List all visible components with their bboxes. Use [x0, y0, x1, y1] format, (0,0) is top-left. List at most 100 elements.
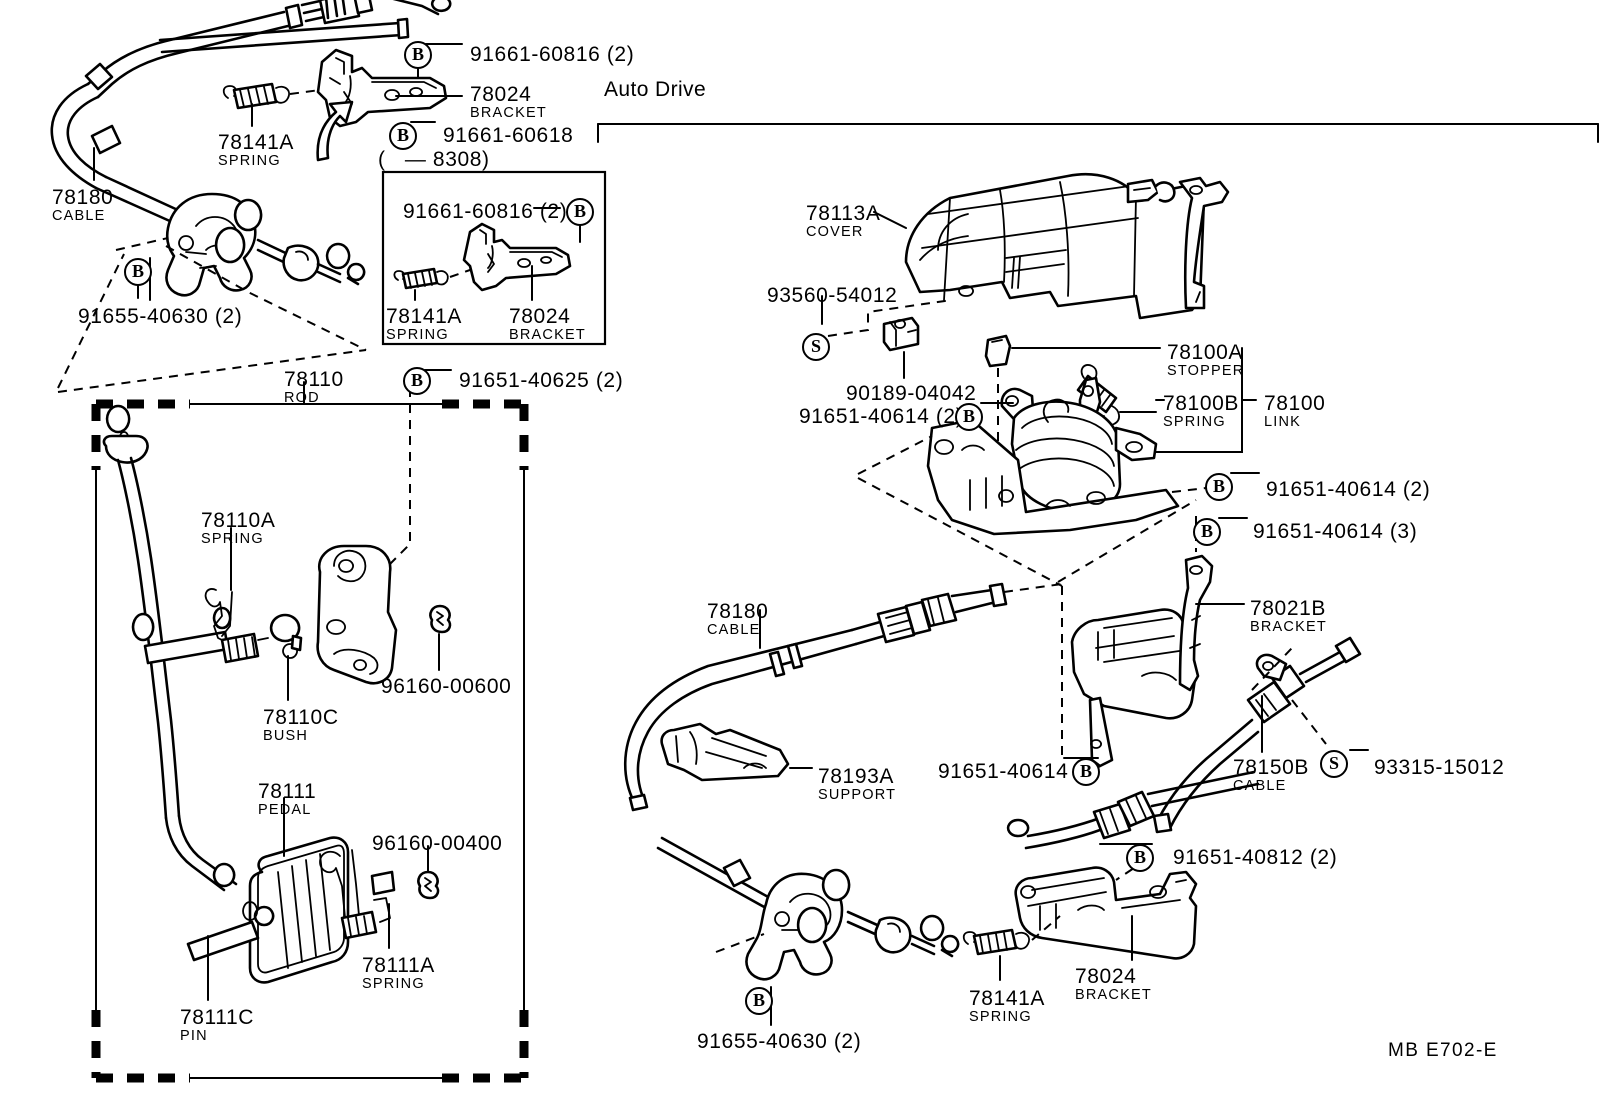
callout-part-name: SPRING	[1163, 414, 1226, 430]
bolt-marker-icon: B	[955, 403, 983, 431]
bolt-marker-icon: B	[1205, 473, 1233, 501]
callout-part-name: STOPPER	[1167, 363, 1245, 379]
callout-part-number: 78110A	[201, 509, 276, 532]
callout-part-number: 91651-40614 (2)	[799, 405, 964, 428]
callout-part-name: SPRING	[201, 531, 264, 547]
callout-part-number: 91651-40614	[938, 760, 1069, 783]
callout-part-number: 91651-40625 (2)	[459, 369, 624, 392]
callout-c32: 91651-40614	[938, 761, 1068, 782]
callout-part-name: BRACKET	[509, 327, 586, 343]
callout-part-name: PIN	[180, 1028, 208, 1044]
callout-part-number: ( — 8308)	[378, 148, 490, 171]
callout-part-number: 96160-00600	[381, 675, 512, 698]
callout-part-name: CABLE	[1233, 778, 1287, 794]
callout-part-number: 91661-60816 (2)	[470, 43, 635, 66]
bolt-marker-icon: B	[403, 367, 431, 395]
callout-part-number: 78024	[470, 83, 532, 106]
callout-c27: 91651-40614 (2)	[1266, 479, 1430, 500]
callout-part-name: SPRING	[218, 153, 281, 169]
callout-part-number: 78021B	[1250, 597, 1327, 620]
callout-c28: 91651-40614 (3)	[1253, 521, 1417, 542]
screw-marker-icon: S	[802, 333, 830, 361]
screw-marker-icon: S	[1320, 750, 1348, 778]
bolt-marker-icon: B	[389, 122, 417, 150]
callout-c15: 96160-00600	[381, 676, 511, 697]
bolt-marker-icon: B	[124, 258, 152, 286]
callout-part-name: BRACKET	[1250, 619, 1327, 635]
callout-part-number: 78111	[258, 780, 317, 803]
callout-part-name: BRACKET	[470, 105, 547, 121]
callout-c08: 91661-60816 (2)	[403, 201, 567, 222]
callout-c07: 91655-40630 (2)	[78, 306, 242, 327]
callout-part-number: 78111C	[180, 1006, 255, 1029]
bolt-marker-icon: B	[745, 987, 773, 1015]
callout-part-number: 91661-60618	[443, 124, 574, 147]
callout-part-name: BRACKET	[1075, 987, 1152, 1003]
callout-part-number: 91651-40614 (3)	[1253, 520, 1418, 543]
callout-part-number: 78024	[1075, 965, 1137, 988]
callout-part-name: ROD	[284, 390, 320, 406]
callout-part-number: 93315-15012	[1374, 756, 1505, 779]
callout-c22: 90189-04042	[846, 383, 976, 404]
callout-part-number: 78180	[707, 600, 769, 623]
callout-c11: 91651-40625 (2)	[459, 370, 623, 391]
callout-part-number: 78180	[52, 186, 114, 209]
callout-part-number: 78110	[284, 368, 344, 391]
callout-part-number: 78193A	[818, 765, 895, 788]
callout-part-number: 78141A	[218, 131, 295, 154]
callout-part-name: SPRING	[969, 1009, 1032, 1025]
callout-c34: 93315-15012	[1374, 757, 1504, 778]
callout-part-name: LINK	[1264, 414, 1302, 430]
callout-part-number: 90189-04042	[846, 382, 977, 405]
bolt-marker-icon: B	[1072, 758, 1100, 786]
callout-c04: ( — 8308)	[378, 149, 490, 170]
callout-part-number: 78100	[1264, 392, 1326, 415]
callout-part-name: SPRING	[362, 976, 425, 992]
callout-part-name: PEDAL	[258, 802, 312, 818]
callout-part-name: SUPPORT	[818, 787, 897, 803]
callout-c03: 91661-60618	[443, 125, 573, 146]
callout-part-number: 78113A	[806, 202, 881, 225]
callout-part-name: BUSH	[263, 728, 309, 744]
sheet-code: MB E702-E	[1388, 1040, 1498, 1061]
callout-part-name: COVER	[806, 224, 864, 240]
callout-c35: 91651-40812 (2)	[1173, 847, 1337, 868]
callout-part-number: 78110C	[263, 706, 339, 729]
callout-part-number: 91655-40630 (2)	[697, 1030, 862, 1053]
callout-c01: 91661-60816 (2)	[470, 44, 634, 65]
callout-part-number: 91655-40630 (2)	[78, 305, 243, 328]
callout-part-name: SPRING	[386, 327, 449, 343]
bolt-marker-icon: B	[1193, 518, 1221, 546]
callout-part-number: 96160-00400	[372, 832, 503, 855]
callout-part-number: 78141A	[969, 987, 1046, 1010]
callout-c23: 91651-40614 (2)	[799, 406, 963, 427]
callout-part-number: 91651-40812 (2)	[1173, 846, 1338, 869]
callout-c21: 93560-54012	[767, 285, 897, 306]
callout-part-number: 93560-54012	[767, 284, 898, 307]
callout-part-name: CABLE	[52, 208, 106, 224]
callout-part-number: 78150B	[1233, 756, 1310, 779]
callout-c17: 96160-00400	[372, 833, 502, 854]
callout-part-name: CABLE	[707, 622, 761, 638]
callout-part-number: 78111A	[362, 954, 435, 977]
callout-part-number: 78100B	[1163, 392, 1240, 415]
section-title-auto-drive: Auto Drive	[604, 78, 707, 101]
